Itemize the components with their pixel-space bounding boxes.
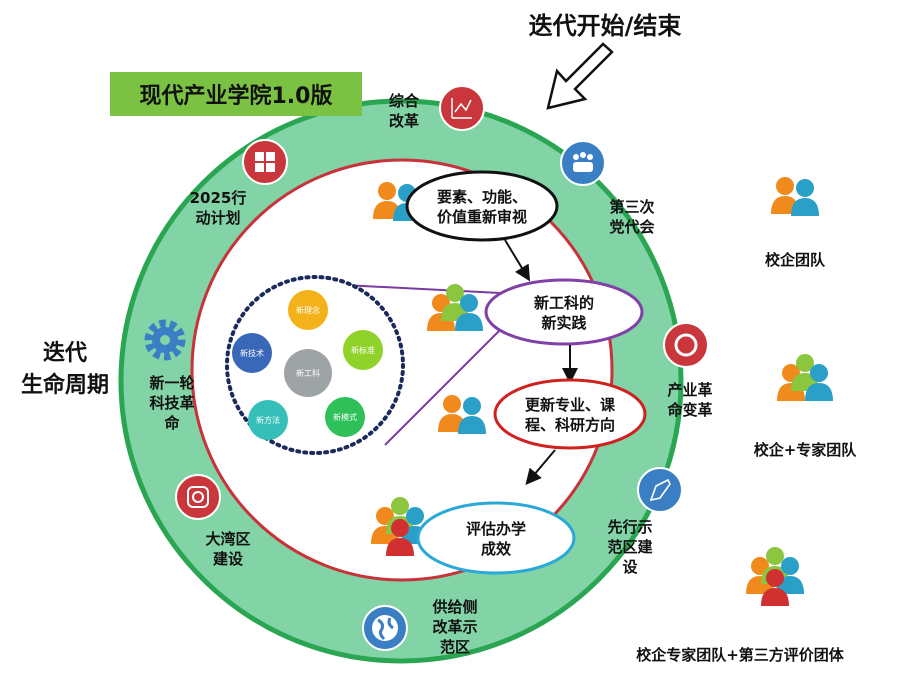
- expert-team-icon: [777, 354, 833, 401]
- svg-text:成效: 成效: [481, 540, 512, 558]
- svg-text:更新专业、课: 更新专业、课: [525, 396, 616, 414]
- ring-item-industrial-revolution: 产业革 命变革: [663, 322, 713, 419]
- svg-text:要素、功能、: 要素、功能、: [437, 188, 527, 206]
- svg-text:2025行: 2025行: [190, 189, 247, 207]
- team-label-2: 校企+专家团队: [754, 441, 858, 459]
- team-label-1: 校企团队: [765, 251, 826, 269]
- svg-text:动计划: 动计划: [195, 209, 240, 227]
- version-badge-label: 现代产业学院1.0版: [140, 83, 333, 109]
- instagram-icon: [175, 474, 221, 520]
- lifecycle-label-1: 迭代: [43, 341, 87, 366]
- svg-text:科技革: 科技革: [149, 394, 194, 412]
- svg-text:供给侧: 供给侧: [431, 598, 477, 616]
- svg-text:改革: 改革: [389, 112, 419, 130]
- svg-text:评估办学: 评估办学: [466, 520, 526, 538]
- svg-text:建设: 建设: [213, 550, 243, 568]
- svg-text:程、科研方向: 程、科研方向: [525, 416, 615, 434]
- third-party-team-icon: [746, 547, 804, 606]
- svg-text:综合: 综合: [389, 92, 420, 110]
- svg-text:范区建: 范区建: [607, 538, 653, 556]
- pen-icon: [637, 467, 683, 513]
- camera-aperture-icon: [663, 322, 709, 368]
- svg-text:命: 命: [163, 414, 180, 432]
- svg-text:命变革: 命变革: [666, 401, 712, 419]
- step-update-majors: [493, 378, 647, 450]
- svg-text:新一轮: 新一轮: [149, 374, 194, 392]
- team-label-3: 校企专家团队+第三方评价团体: [636, 646, 845, 664]
- version-badge: [110, 72, 362, 116]
- mini-center-label: 新工科: [296, 368, 320, 378]
- svg-text:先行示: 先行示: [607, 518, 652, 536]
- svg-text:第三次: 第三次: [609, 198, 654, 216]
- svg-text:产业革: 产业革: [667, 381, 712, 399]
- windows-icon: [242, 139, 288, 185]
- step-evaluate: [416, 501, 576, 575]
- chart-icon: [439, 85, 485, 131]
- ring-item-greater-bay-area: 大湾区 建设: [175, 474, 251, 568]
- ring-item-tech-revolution: 新一轮 科技革 命: [144, 319, 195, 432]
- lifecycle-label-2: 生命周期: [21, 372, 109, 398]
- ring-item-2025-action-plan: 2025行 动计划: [190, 139, 288, 227]
- ring-item-pilot-zone: 先行示 范区建 设: [607, 467, 683, 576]
- step-review: [405, 170, 559, 242]
- svg-text:新技术: 新技术: [240, 348, 264, 358]
- svg-text:设: 设: [622, 558, 637, 576]
- svg-text:改革示: 改革示: [432, 618, 477, 636]
- svg-text:大湾区: 大湾区: [205, 530, 250, 548]
- svg-text:新工科的: 新工科的: [534, 294, 594, 312]
- svg-text:新方法: 新方法: [256, 415, 280, 425]
- school-enterprise-team-icon: [771, 177, 819, 216]
- svg-text:新实践: 新实践: [541, 314, 586, 332]
- ring-item-comprehensive-reform: 综合 改革: [389, 85, 485, 131]
- svg-text:范区: 范区: [440, 638, 470, 656]
- new-engineering-mini-diagram: 新工科 新理念 新标准 新模式 新方法 新技术: [225, 275, 501, 455]
- svg-text:新理念: 新理念: [296, 305, 320, 315]
- svg-text:价值重新审视: 价值重新审视: [437, 208, 527, 226]
- iteration-start-end-label: 迭代开始/结束: [529, 12, 683, 40]
- svg-text:党代会: 党代会: [609, 218, 654, 236]
- svg-text:新模式: 新模式: [333, 412, 357, 422]
- step-new-practice: [484, 278, 644, 346]
- ring-item-supply-side-reform: 供给侧 改革示 范区: [362, 598, 478, 656]
- ring-item-third-party-congress: 第三次 党代会: [560, 140, 655, 236]
- svg-text:新标准: 新标准: [351, 345, 375, 355]
- hollow-arrow-icon: [546, 42, 614, 110]
- gear-icon: [144, 319, 186, 361]
